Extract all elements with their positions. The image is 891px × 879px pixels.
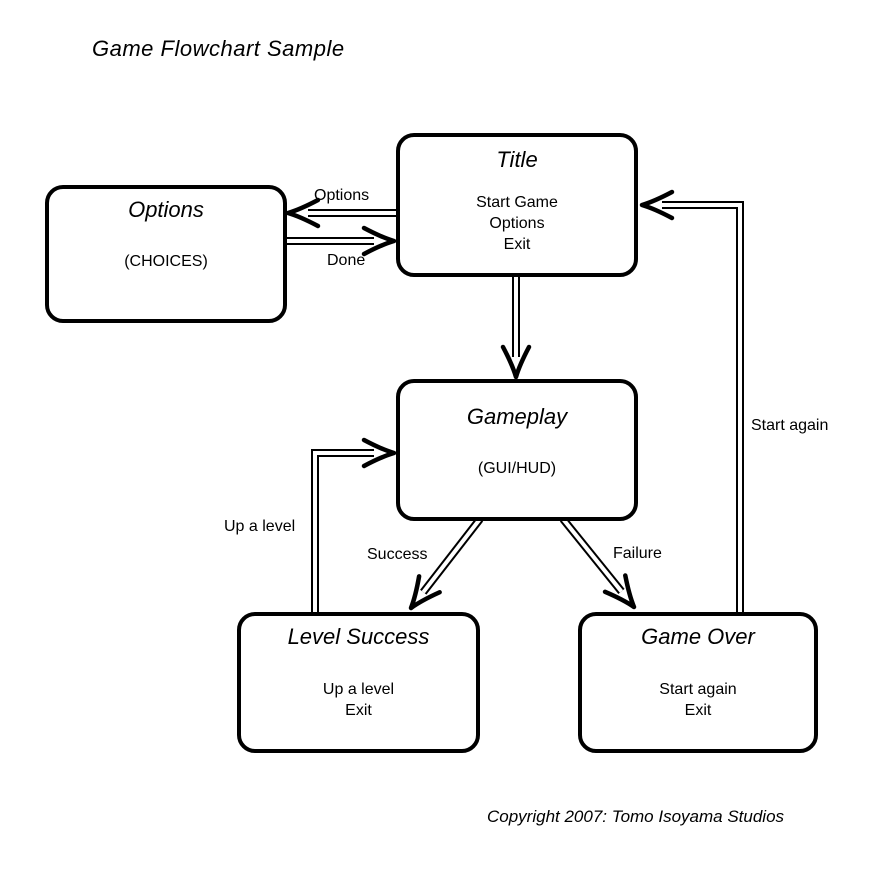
node-level-success-body: Up a level Exit xyxy=(323,679,394,721)
arrow-label-options: Options xyxy=(314,187,370,204)
arrow-level-success-to-gameplay xyxy=(311,437,397,618)
node-game-over: Game Over Start again Exit xyxy=(578,612,818,753)
arrow-title-to-options xyxy=(285,197,402,229)
node-menu-item: Exit xyxy=(503,236,531,253)
arrow-stroke xyxy=(662,203,742,618)
arrow-label-up-a-level: Up a level xyxy=(224,518,296,535)
copyright-text: Copyright 2007: Tomo Isoyama Studios xyxy=(487,807,785,826)
node-options-heading: Options xyxy=(128,197,204,222)
arrow-label-failure: Failure xyxy=(613,545,662,562)
node-menu-item: Start Game xyxy=(476,194,558,211)
arrow-stroke xyxy=(408,574,442,611)
node-menu-item: (CHOICES) xyxy=(124,253,208,270)
node-level-success-heading: Level Success xyxy=(287,624,430,649)
node-game-over-heading: Game Over xyxy=(641,624,755,649)
arrow-stroke xyxy=(639,189,675,221)
node-menu-item: Exit xyxy=(684,702,712,719)
arrow-stroke xyxy=(361,225,397,257)
node-menu-item: Options xyxy=(489,215,545,232)
arrow-stroke xyxy=(662,201,744,618)
node-title-heading: Title xyxy=(496,147,538,172)
node-options: Options (CHOICES) xyxy=(45,185,287,323)
node-gameplay-body: (GUI/HUD) xyxy=(478,458,556,479)
arrow-stroke xyxy=(421,517,482,594)
node-level-success: Level Success Up a level Exit xyxy=(237,612,480,753)
arrow-label-start-again: Start again xyxy=(751,417,829,434)
node-game-over-body: Start again Exit xyxy=(659,679,736,721)
arrow-label-done: Done xyxy=(327,252,366,269)
arrow-gameplay-to-game-over xyxy=(559,516,637,610)
arrow-label-success: Success xyxy=(367,546,428,563)
node-options-body: (CHOICES) xyxy=(124,251,208,272)
arrow-stroke xyxy=(561,517,623,593)
node-title-body: Start Game Options Exit xyxy=(476,192,558,255)
page-title: Game Flowchart Sample xyxy=(92,36,345,61)
node-menu-item: Start again xyxy=(659,681,737,698)
arrow-game-over-to-title xyxy=(639,189,744,618)
node-menu-item: (GUI/HUD) xyxy=(477,460,557,477)
arrow-title-to-gameplay xyxy=(500,272,532,380)
arrow-stroke xyxy=(361,437,397,469)
arrow-stroke xyxy=(285,197,321,229)
arrow-gameplay-to-level-success xyxy=(408,516,484,611)
arrow-stroke xyxy=(311,449,374,618)
arrow-options-to-title xyxy=(283,225,397,257)
node-menu-item: Up a level xyxy=(322,681,395,698)
node-menu-item: Exit xyxy=(345,702,372,719)
arrow-stroke xyxy=(602,573,637,610)
node-gameplay: Gameplay (GUI/HUD) xyxy=(396,379,638,521)
node-title: Title Start Game Options Exit xyxy=(396,133,638,277)
arrow-stroke xyxy=(313,451,374,618)
node-gameplay-heading: Gameplay xyxy=(466,404,568,429)
arrow-stroke xyxy=(500,344,532,380)
